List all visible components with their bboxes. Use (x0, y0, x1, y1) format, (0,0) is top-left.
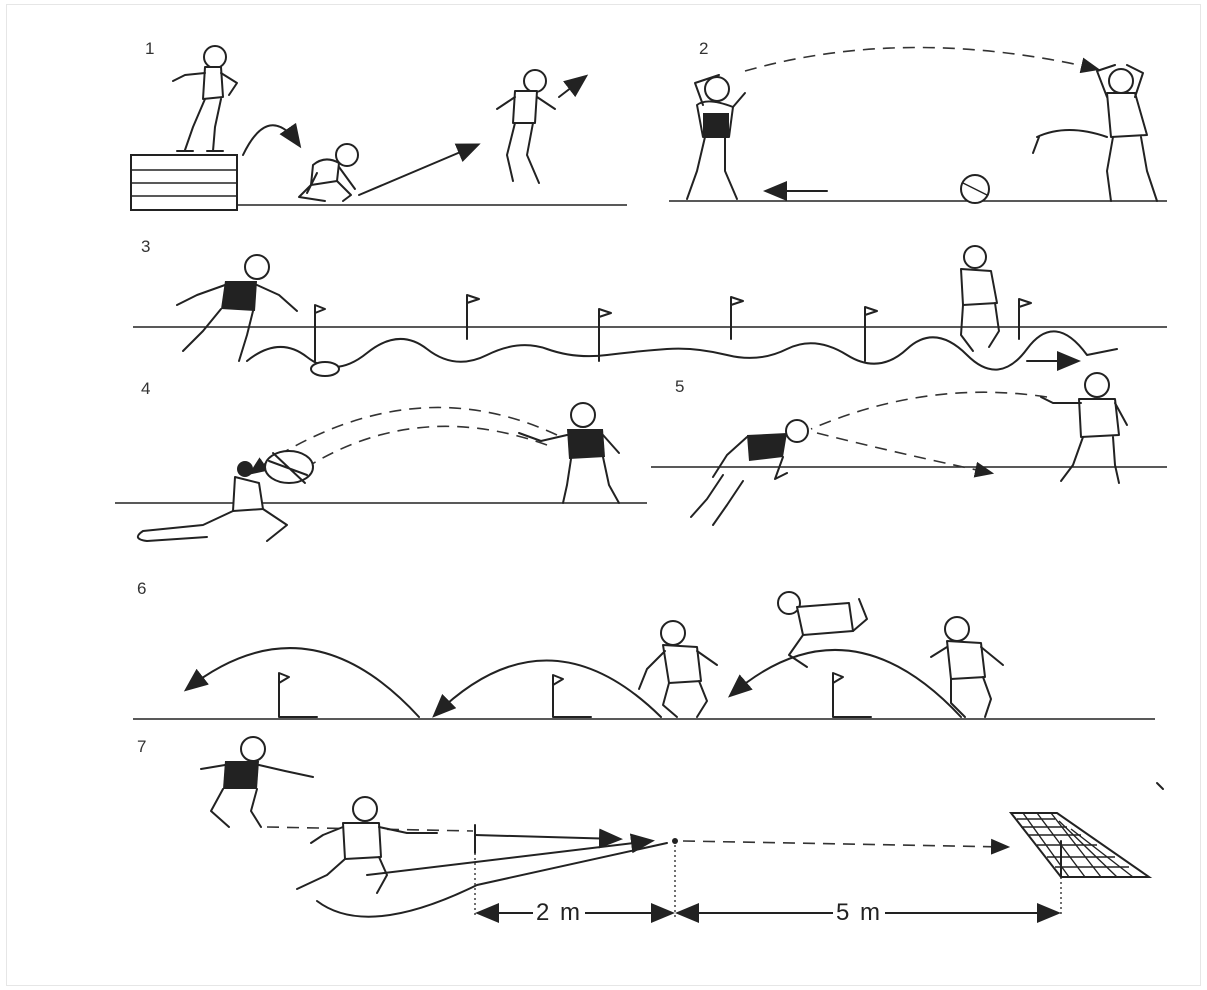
hopper-takeoff (931, 617, 1003, 717)
ball (311, 362, 339, 376)
plyo-box (131, 155, 237, 210)
panel-number-3: 3 (141, 237, 150, 257)
distance-label-5m: 5 m (833, 899, 885, 927)
panel-number-4: 4 (141, 379, 150, 399)
hurdles (279, 673, 871, 717)
panel-1-drawing (131, 46, 627, 210)
panel-5-drawing (651, 373, 1167, 525)
panel-number-2: 2 (699, 39, 708, 59)
panel-3-drawing (133, 246, 1167, 376)
athlete-on-box (173, 46, 237, 151)
diving-player (691, 420, 808, 525)
panel-7-drawing (201, 737, 1163, 917)
diagonal-run (367, 841, 651, 875)
distance-label-2m: 2 m (533, 899, 585, 927)
drill-illustration-sheet: 1 2 3 4 5 6 7 2 m 5 m (6, 4, 1201, 986)
incoming-ball-path (811, 392, 1047, 429)
target-point (672, 838, 678, 844)
shot-line (683, 841, 1007, 847)
lower-trajectory (289, 426, 547, 479)
thrower (687, 75, 745, 199)
slalom-path (247, 331, 1117, 369)
runner-end (961, 246, 999, 351)
catcher (1033, 65, 1157, 201)
hop-arc-1 (187, 648, 419, 717)
panel-number-7: 7 (137, 737, 146, 757)
athlete-jumping (497, 70, 555, 183)
receiver (297, 797, 437, 893)
drill-diagram (7, 5, 1200, 985)
jump-up-arrow (359, 145, 477, 195)
panel-number-1: 1 (145, 39, 154, 59)
goal-net (1011, 813, 1149, 877)
hopper-landing (639, 621, 717, 717)
hopper-airborne (778, 592, 867, 667)
panel-number-5: 5 (675, 377, 684, 397)
dribbler (177, 255, 297, 361)
athlete-crouched (299, 144, 358, 201)
drop-jump-arc (243, 125, 299, 155)
flag-row (315, 295, 1031, 361)
hop-arc-2 (435, 660, 661, 717)
panel-number-6: 6 (137, 579, 146, 599)
panel-4-drawing (115, 403, 647, 541)
hop-arc-3 (731, 650, 961, 717)
run-arrow (475, 835, 619, 839)
kneeling-player (138, 451, 313, 541)
reach-arrow (559, 77, 585, 97)
panel-2-drawing (669, 47, 1167, 203)
server (519, 403, 619, 503)
passer (201, 737, 313, 827)
panel-6-drawing (133, 592, 1155, 719)
throw-trajectory (745, 47, 1097, 71)
